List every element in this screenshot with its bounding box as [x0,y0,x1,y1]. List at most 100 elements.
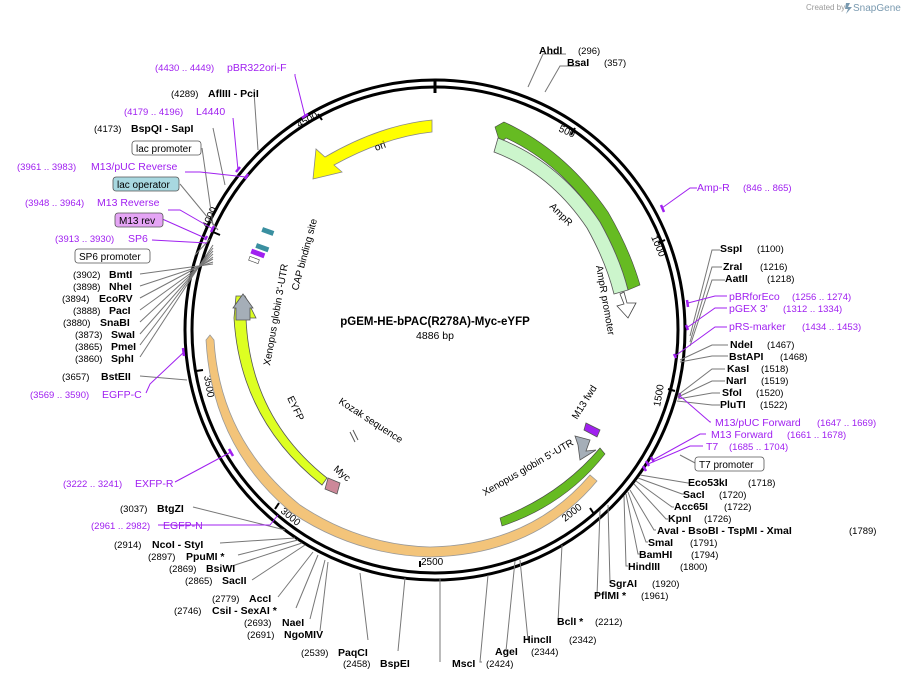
tick-1000: 1000 [648,234,667,259]
site-snabi-pos: (3880) [63,318,90,329]
site-sacii: SacII [222,575,247,587]
site-nhei-pos: (3898) [73,282,100,293]
primer-bars [181,112,690,472]
ticks [195,113,676,567]
site-ndei: NdeI [730,339,753,351]
site-sfoi: SfoI [722,387,742,399]
site-naei-pos: (2693) [244,618,271,629]
tick-1500: 1500 [652,383,667,407]
primer-exfp-r-pos: (3222 .. 3241) [63,479,122,490]
site-bsiwi-pos: (2869) [169,564,196,575]
m13-fwd-feature [583,422,601,438]
site-avai-group: AvaI - BsoBI - TspMI - XmaI [657,525,792,537]
site-bstapi: BstAPI [729,351,764,363]
primer-egfp-n: EGFP-N [163,520,203,532]
site-leader-lines [139,53,728,663]
site-kpni: KpnI [668,513,691,525]
site-eco53ki: Eco53kI [688,477,728,489]
site-acc65i-pos: (1722) [724,502,751,513]
created-by-label: Created by [806,3,845,12]
primer-egfp-n-pos: (2961 .. 2982) [91,521,150,532]
site-bcli: BclI * [557,616,584,628]
site-ngomiv: NgoMIV [284,629,323,641]
t7-promoter-label: T7 promoter [699,460,754,471]
site-sgrai-pos: (1920) [652,579,679,590]
primer-m13puc-fwd-pos: (1647 .. 1669) [817,418,876,429]
site-aatii-pos: (1218) [767,274,794,285]
site-pflmi: PflMI * [594,590,627,602]
site-msci: MscI [452,658,475,670]
primer-m13-forward-pos: (1661 .. 1678) [787,430,846,441]
site-bspqi: BspQI - SapI [131,123,194,135]
lac-cluster [248,227,275,264]
primer-exfp-r: EXFP-R [135,478,174,490]
xenopus-globin-3utr-label: Xenopus globin 3'-UTR [262,263,291,366]
site-acc65i: Acc65I [674,501,708,513]
myc-feature [324,477,341,495]
primer-t7: T7 [706,441,718,453]
site-bamhi-pos: (1794) [691,550,718,561]
t7-promoter-box [694,456,765,472]
site-nhei: NheI [109,281,132,293]
site-paci: PacI [109,305,131,317]
kozak-sequence-label: Kozak sequence [336,396,404,446]
eyfp-label: EYFP [284,394,305,423]
site-naei: NaeI [282,617,304,629]
site-bsiwi: BsiWI [206,563,235,575]
site-ncoi-pos: (2914) [114,540,141,551]
site-swai-pos: (3873) [75,330,102,341]
site-bsteii: BstEII [101,371,131,383]
primer-pgex3-pos: (1312 .. 1334) [783,304,842,315]
m13-rev-box [114,212,164,228]
plasmid-size: 4886 bp [416,330,454,342]
site-msci-pos: (2424) [486,659,513,670]
site-bmti: BmtI [109,269,132,281]
site-hindiii: HindIII [628,561,660,573]
site-zrai: ZraI [723,261,742,273]
site-bcli-pos: (2212) [595,617,622,628]
snapgene-logo-icon [845,3,852,14]
site-hincii-pos: (2342) [569,635,596,646]
primer-m13-forward: M13 Forward [711,429,773,441]
site-bspqi-pos: (4173) [94,124,121,135]
site-btgzi-pos: (3037) [120,504,147,515]
site-acci-pos: (2779) [212,594,239,605]
ampr-promoter-arrow [616,291,637,319]
site-aatii: AatII [725,273,748,285]
site-bsteii-pos: (3657) [62,372,89,383]
site-csii: CsiI - SexAI * [212,605,278,617]
site-paci-pos: (3888) [73,306,100,317]
lac-operator-label: lac operator [117,180,170,191]
primer-pgex3: pGEX 3' [729,303,768,315]
primer-l4440-pos: (4179 .. 4196) [124,107,183,118]
primer-pbrforeco-pos: (1256 .. 1274) [792,292,851,303]
site-ppumi-pos: (2897) [148,552,175,563]
site-smai: SmaI [648,537,673,549]
sp6-promoter-label: SP6 promoter [79,252,141,263]
xenopus-3utr-arrow [232,293,254,321]
primer-sp6: SP6 [128,233,148,245]
site-sspi-pos: (1100) [757,244,784,255]
lac-operator-box [112,176,180,192]
lac-promoter-box [131,140,202,156]
site-saci: SacI [683,489,705,501]
primer-amp-r: Amp-R [697,182,730,194]
site-kasi-pos: (1518) [761,364,788,375]
site-pmei-pos: (3865) [75,342,102,353]
kozak-mark-a [349,431,356,443]
site-ahdi-pos: (296) [578,46,600,57]
m13-fwd-label: M13 fwd [570,384,599,422]
site-agei-pos: (2344) [531,647,558,658]
site-sgrai: SgrAI [609,578,637,590]
site-bspei-pos: (2458) [343,659,370,670]
site-bspei: BspEI [380,658,410,670]
xenopus-5utr-feature [499,447,606,527]
primer-sp6-pos: (3913 .. 3930) [55,234,114,245]
primer-pbrforeco: pBRforEco [729,291,780,303]
site-agei: AgeI [495,646,518,658]
site-paqci-pos: (2539) [301,648,328,659]
site-afliii: AflIII - PciI [208,88,259,100]
primer-l4440: L4440 [196,106,225,118]
site-sfoi-pos: (1520) [756,388,783,399]
site-avai-pos: (1789) [849,526,876,537]
